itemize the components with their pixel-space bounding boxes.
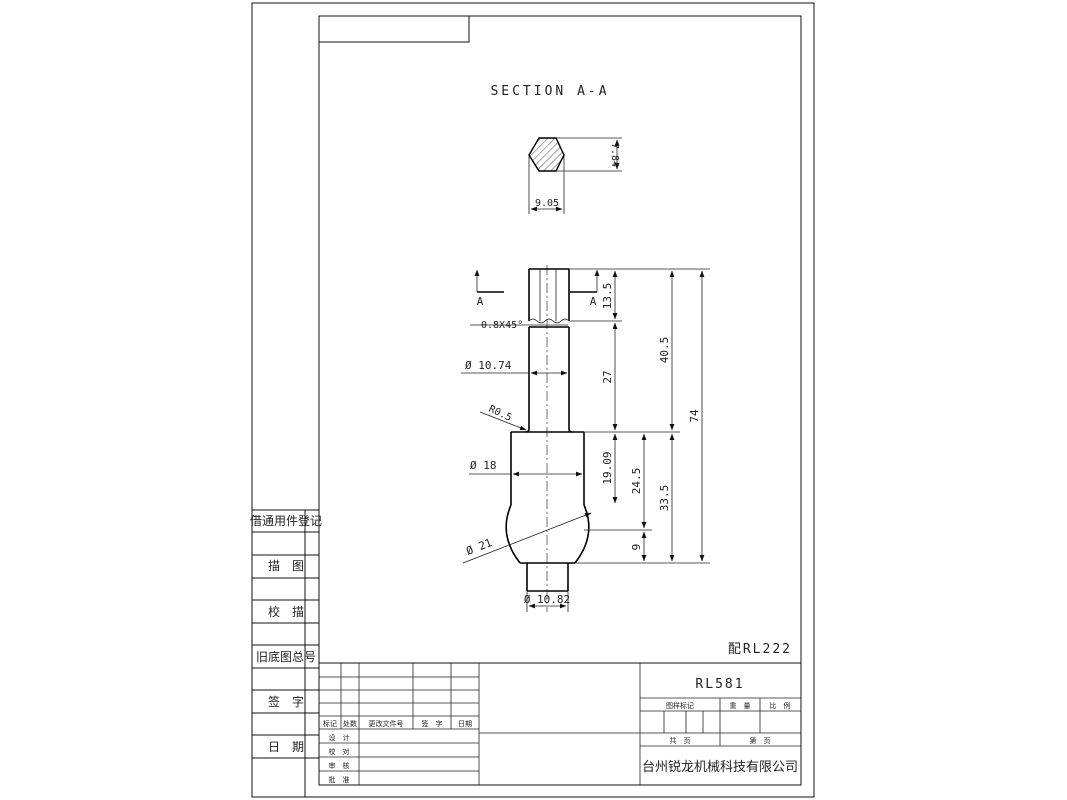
total-sheets-label: 共 页 <box>670 736 691 745</box>
rev-header-count: 处数 <box>343 719 357 728</box>
check-label: 校 描 <box>268 604 304 619</box>
outer-border <box>251 2 815 798</box>
date-label: 日 期 <box>268 740 304 754</box>
dim-24-5: 24.5 <box>630 468 643 495</box>
rev-header-date: 日期 <box>458 720 472 728</box>
signature-label: 签 字 <box>268 694 304 709</box>
scale-label: 比 例 <box>770 701 791 710</box>
chamfer-note: 0.8X45° <box>481 320 523 331</box>
registry-label: 借通用件登记 <box>250 513 322 528</box>
section-dim-width: 9.05 <box>535 198 559 209</box>
section-view: SECTION A-A 7.84 9.05 <box>490 84 622 214</box>
trace-label: 描 图 <box>268 559 304 573</box>
role-design: 设 计 <box>329 733 350 742</box>
dia-body: Ø 18 <box>470 459 497 472</box>
dim-74: 74 <box>688 409 701 423</box>
weight-label: 重 量 <box>730 702 751 710</box>
role-review: 审 核 <box>329 761 350 770</box>
role-proof: 校 对 <box>329 747 350 756</box>
role-approve: 批 准 <box>329 775 350 784</box>
dia-ball: Ø 21 <box>464 536 493 558</box>
section-hatch <box>528 137 565 172</box>
dia-tip: Ø 10.82 <box>524 593 570 606</box>
company-name: 台州锐龙机械科技有限公司 <box>642 760 798 775</box>
dim-19-09: 19.09 <box>601 451 614 484</box>
radius-note: R0.5 <box>487 404 513 424</box>
section-title: SECTION A-A <box>490 84 609 99</box>
sheet-no-label: 第 页 <box>750 736 771 745</box>
dim-9: 9 <box>630 544 643 551</box>
dim-40-5: 40.5 <box>658 337 671 364</box>
view-letter-right: A <box>590 295 597 308</box>
rev-header-sign: 签 字 <box>422 719 443 728</box>
part-view: A A <box>461 265 710 612</box>
mate-note: 配RL222 <box>728 642 792 657</box>
view-letter-left: A <box>477 295 484 308</box>
title-block: 标记 处数 更改文件号 签 字 日期 设 计 校 对 审 核 批 准 RL581… <box>318 662 802 786</box>
mark-label: 图样标记 <box>666 701 694 710</box>
dim-27: 27 <box>601 370 614 383</box>
section-dim-height: 7.84 <box>609 143 620 167</box>
old-drawing-label: 旧底图总号 <box>256 649 316 664</box>
rev-header-mark: 标记 <box>323 719 337 728</box>
dim-33-5: 33.5 <box>658 485 671 512</box>
corner-box <box>318 15 470 43</box>
inner-frame <box>318 15 802 786</box>
dim-13-5: 13.5 <box>601 283 614 310</box>
dia-shaft: Ø 10.74 <box>465 359 512 372</box>
part-number: RL581 <box>695 677 744 692</box>
left-column: 借通用件登记 描 图 校 描 旧底图总号 签 字 日 期 <box>250 509 322 797</box>
rev-header-docno: 更改文件号 <box>369 719 404 728</box>
